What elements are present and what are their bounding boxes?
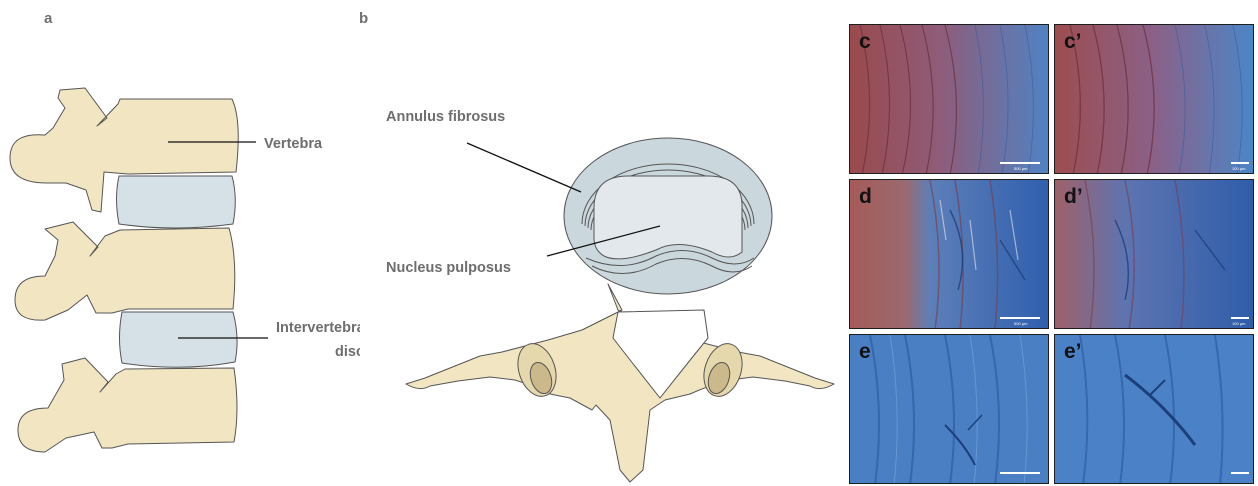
micrograph-c: c 500 µm: [849, 24, 1049, 174]
scale-bar-e: [1000, 472, 1040, 474]
scale-bar-e-prime: [1231, 472, 1249, 474]
scale-label-c: 500 µm: [1014, 166, 1027, 171]
micrograph-d-prime-image: [1055, 180, 1254, 329]
scale-bar-d-prime: [1231, 317, 1249, 319]
disc-1: [117, 176, 236, 228]
intervertebral-label: Intervertebral: [276, 320, 360, 336]
scale-bar-c: [1000, 162, 1040, 164]
scale-bar-c-prime: [1231, 162, 1249, 164]
micrograph-c-prime-image: [1055, 25, 1254, 174]
spine-lateral-diagram: Vertebra Intervertebral disc: [0, 0, 360, 486]
micrograph-e-prime: e’: [1054, 334, 1254, 484]
vertebra-2: [15, 222, 235, 320]
micrograph-e-image: [850, 335, 1049, 484]
scale-label-d: 500 µm: [1014, 321, 1027, 326]
micrograph-c-prime: c’ 100 µm: [1054, 24, 1254, 174]
annulus-pointer-line: [467, 143, 581, 192]
micrograph-d-image: [850, 180, 1049, 329]
micrograph-d: d 500 µm: [849, 179, 1049, 329]
nucleus-label: Nucleus pulposus: [386, 260, 511, 276]
disc-label: disc: [335, 344, 360, 360]
micrograph-d-prime-letter: d’: [1064, 185, 1083, 209]
micrograph-c-image: [850, 25, 1049, 174]
micrograph-c-letter: c: [859, 30, 871, 54]
vertebra-3: [18, 358, 237, 452]
micrograph-e: e: [849, 334, 1049, 484]
micrograph-e-prime-image: [1055, 335, 1254, 484]
micrograph-e-letter: e: [859, 340, 871, 364]
micrograph-d-prime: d’ 100 µm: [1054, 179, 1254, 329]
micrograph-d-letter: d: [859, 185, 872, 209]
vertebra-label: Vertebra: [264, 136, 323, 152]
annulus-label: Annulus fibrosus: [386, 109, 505, 125]
disc-2: [120, 312, 238, 367]
scale-bar-d: [1000, 317, 1040, 319]
scale-label-c-prime: 100 µm: [1232, 166, 1245, 171]
axial-section-diagram: Annulus fibrosus Nucleus pulposus: [360, 0, 840, 486]
micrograph-e-prime-letter: e’: [1064, 340, 1082, 364]
micrograph-c-prime-letter: c’: [1064, 30, 1082, 54]
scale-label-d-prime: 100 µm: [1232, 321, 1245, 326]
